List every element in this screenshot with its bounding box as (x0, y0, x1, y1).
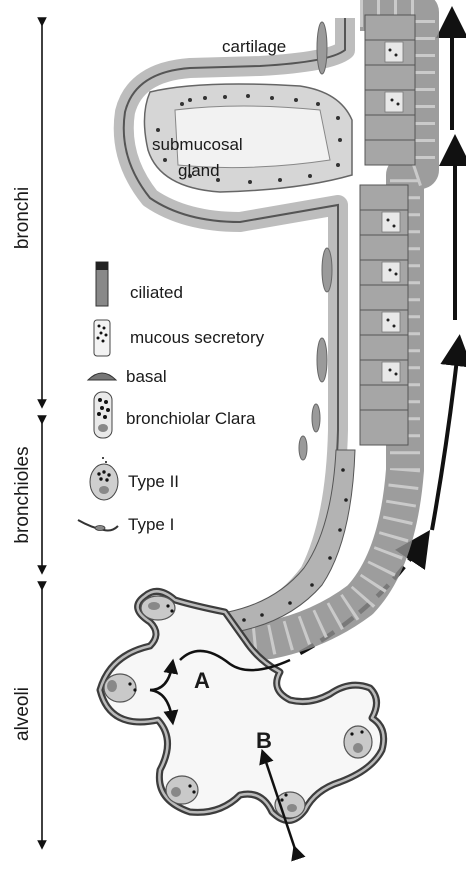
legend-label-basal: basal (126, 367, 167, 386)
legend-label-clara: bronchiolar Clara (126, 409, 256, 428)
region-label-bronchioles: bronchioles (12, 446, 33, 543)
bronchial-epithelium (360, 15, 415, 445)
legend-label-mucous: mucous secretory (130, 328, 265, 347)
legend-basal-icon (88, 373, 116, 380)
cartilage-label: cartilage (222, 37, 286, 56)
legend-mucous-icon (94, 320, 110, 356)
submucosal-gland-label-line2: gland (178, 161, 220, 180)
legend-clara-icon (94, 392, 112, 438)
region-label-alveoli: alveoli (12, 687, 33, 741)
legend-type2-icon (90, 457, 118, 500)
submucosal-gland-label-line1: submucosal (152, 135, 243, 154)
legend-label-type2: Type II (128, 472, 179, 491)
marker-label-a: A (194, 668, 210, 693)
lineage-arrow-curve (432, 350, 458, 530)
legend-ciliated-icon (96, 262, 108, 306)
legend-label-ciliated: ciliated (130, 283, 183, 302)
marker-label-b: B (256, 728, 272, 753)
legend (78, 262, 118, 531)
region-label-bronchi: bronchi (12, 187, 33, 249)
legend-label-type1: Type I (128, 515, 174, 534)
